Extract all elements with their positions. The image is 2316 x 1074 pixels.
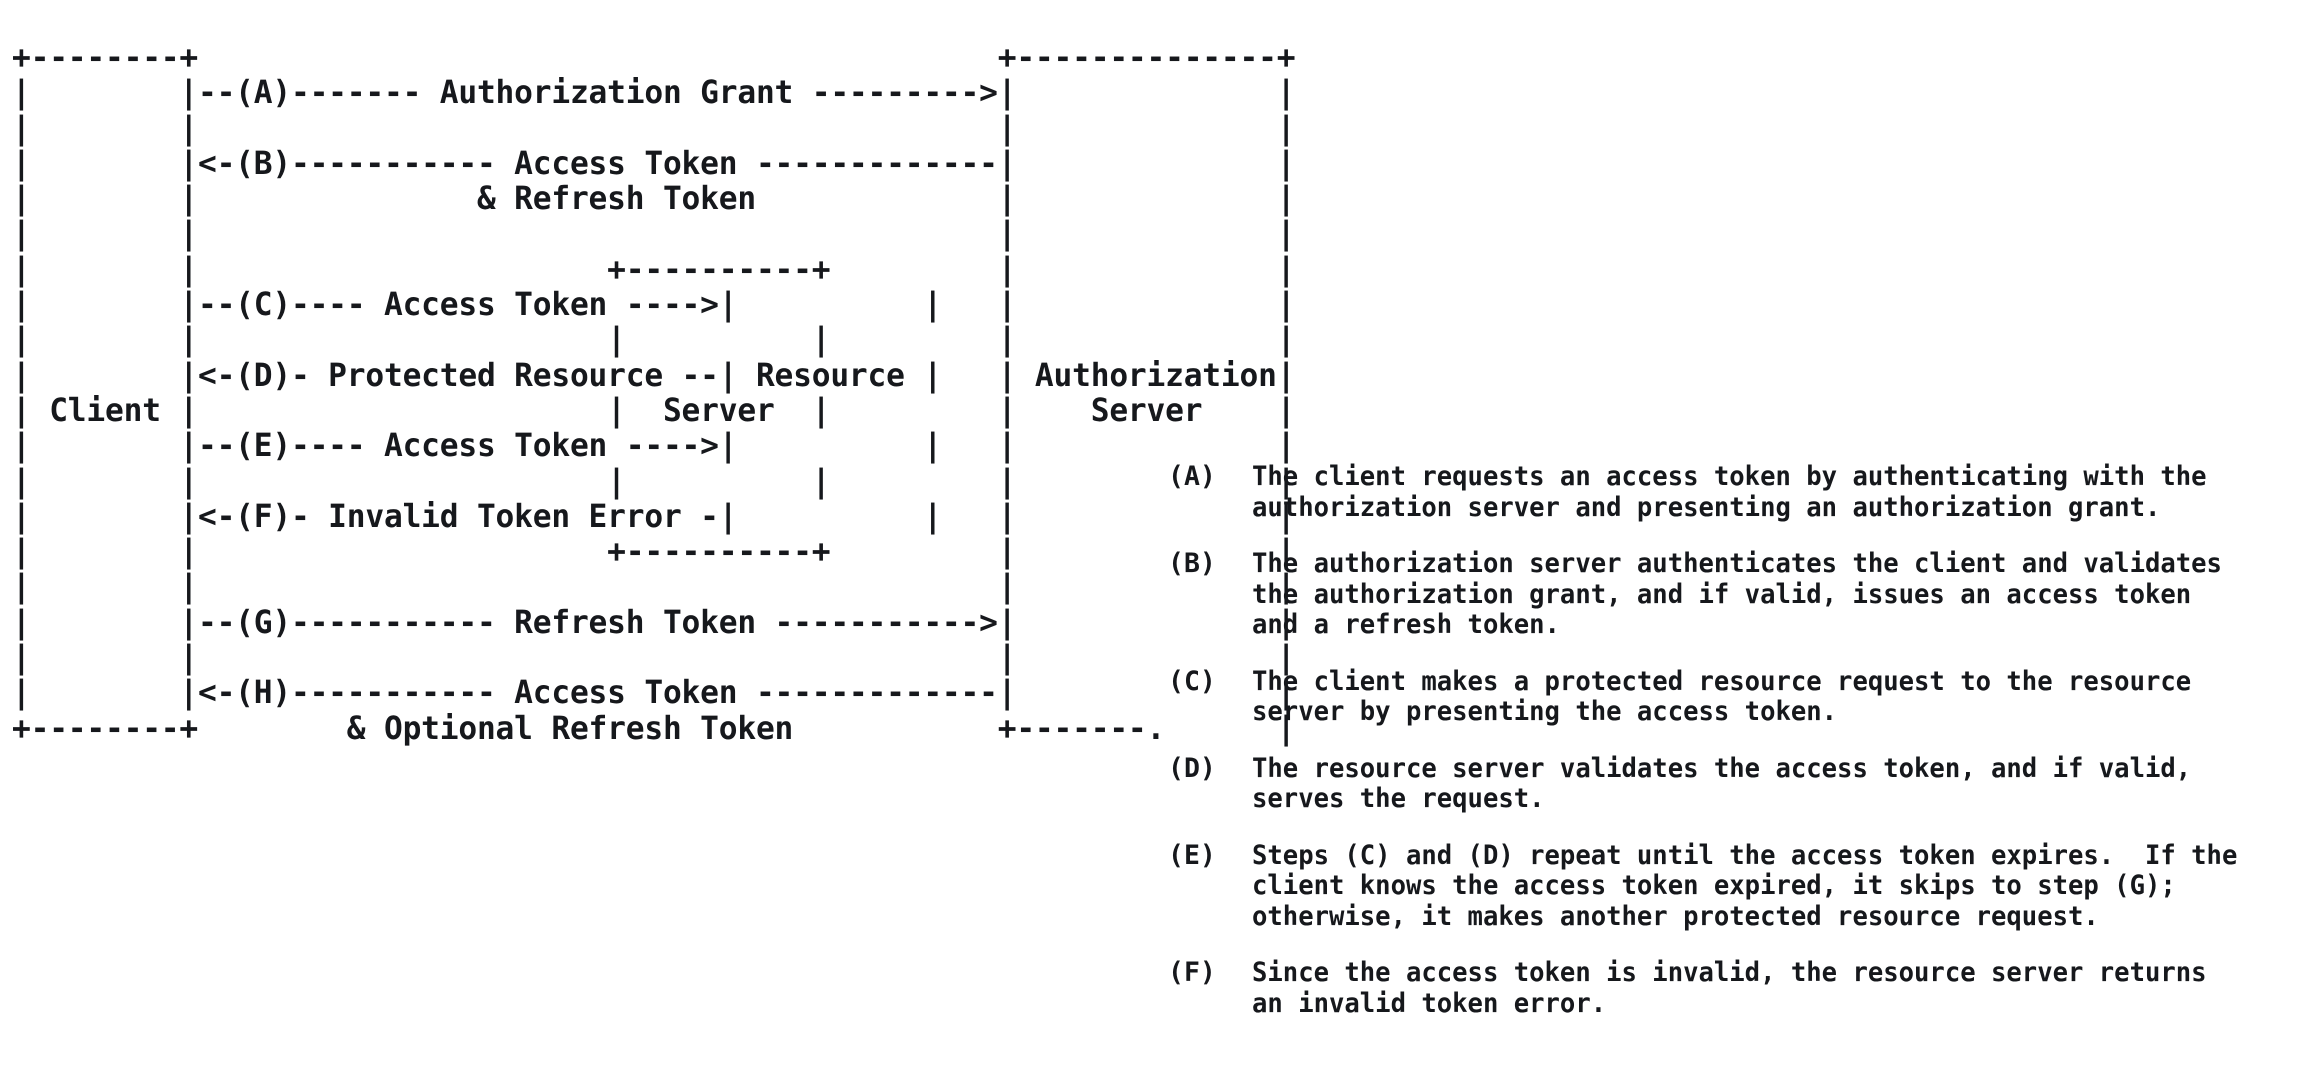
step-item-b: (B) The authorization server authenticate…	[1168, 548, 2308, 641]
step-text-e: Steps (C) and (D) repeat until the acces…	[1252, 839, 2238, 932]
step-item-a: (A) The client requests an access token b…	[1168, 461, 2308, 523]
step-item-d: (D) The resource server validates the acc…	[1168, 752, 2308, 815]
step-label-e: (E)	[1168, 839, 1216, 871]
step-text-f: Since the access token is invalid, the r…	[1252, 957, 2207, 1019]
step-text-c: The client makes a protected resource re…	[1252, 665, 2192, 727]
step-label-a: (A)	[1168, 461, 1216, 492]
step-text-a: The client requests an access token by a…	[1252, 461, 2207, 523]
oauth-protocol-flow-ascii-diagram: +--------+ +--------------+ | |--(A)----…	[12, 38, 1296, 747]
step-item-e: (E) Steps (C) and (D) repeat until the ac…	[1168, 839, 2308, 933]
step-text-b: The authorization server authenticates t…	[1252, 548, 2222, 640]
step-label-c: (C)	[1168, 665, 1216, 697]
step-text-d: The resource server validates the access…	[1252, 752, 2192, 814]
step-item-c: (C) The client makes a protected resource…	[1168, 665, 2308, 728]
step-item-f: (F) Since the access token is invalid, th…	[1168, 957, 2308, 1019]
step-descriptions-list: (A) The client requests an access token b…	[1168, 461, 2308, 1019]
step-label-d: (D)	[1168, 752, 1216, 784]
step-label-f: (F)	[1168, 957, 1216, 988]
step-label-b: (B)	[1168, 548, 1216, 579]
